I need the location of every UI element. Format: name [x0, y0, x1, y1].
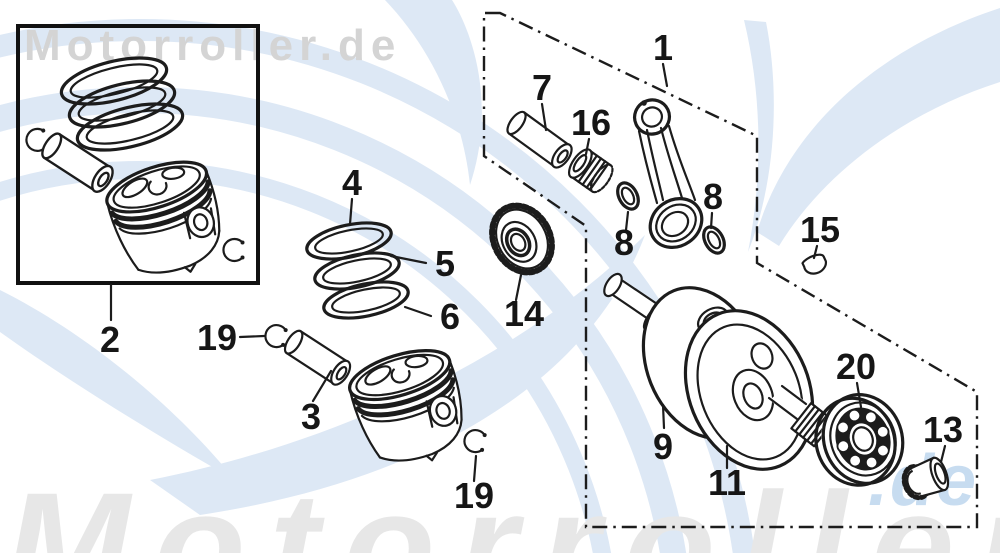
- callout-19-left: 19: [197, 317, 237, 358]
- thrust-washer-left: [616, 181, 640, 211]
- drive-sprocket: [901, 456, 950, 501]
- callout-2: 2: [100, 319, 120, 360]
- piston-kit-group-box: [16, 24, 260, 285]
- callout-16: 16: [571, 102, 611, 143]
- needle-bearing: [567, 148, 614, 194]
- connecting-rod: [632, 98, 704, 249]
- callout-3: 3: [301, 396, 321, 437]
- callout-9: 9: [653, 426, 673, 467]
- piston-kit-circlip-right: [222, 237, 246, 263]
- callout-4: 4: [342, 162, 362, 203]
- callout-14: 14: [504, 293, 544, 334]
- callout-11: 11: [708, 462, 746, 503]
- callout-1: 1: [653, 27, 673, 68]
- circlip-right: [461, 427, 489, 455]
- callout-8-left: 8: [614, 222, 634, 263]
- circlip-left: [262, 322, 290, 350]
- crankshaft-assembly-group-box: [482, 11, 979, 529]
- callout-5: 5: [435, 243, 455, 284]
- piston-pin: [280, 326, 355, 389]
- timing-gear: [489, 202, 555, 276]
- callout-19-bottom: 19: [454, 475, 494, 516]
- callout-7: 7: [532, 67, 552, 108]
- woodruff-key: [801, 253, 827, 275]
- callout-leader-lines: [109, 62, 947, 483]
- callout-15: 15: [800, 209, 840, 250]
- thrust-washer-right: [702, 225, 726, 255]
- callout-6: 6: [440, 296, 460, 337]
- watermark-top-text: Motorroller.de: [24, 21, 401, 70]
- callout-20: 20: [836, 346, 876, 387]
- callout-8-right: 8: [703, 176, 723, 217]
- callout-13: 13: [923, 409, 963, 450]
- ball-bearing: [814, 393, 905, 487]
